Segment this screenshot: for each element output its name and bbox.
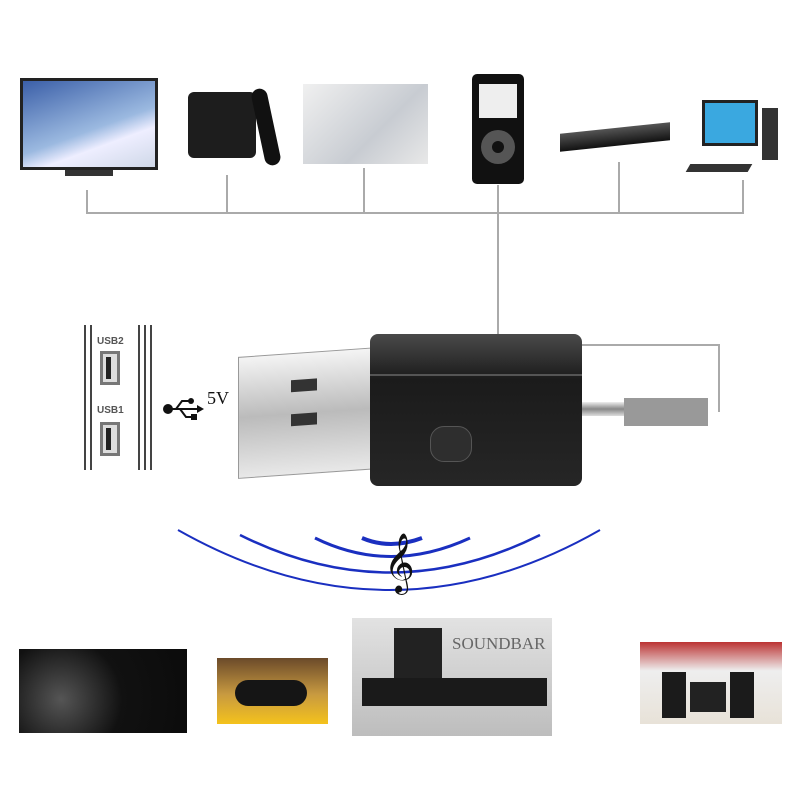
usb2-label: USB2 [97, 336, 124, 347]
desktop-computer-image [685, 100, 780, 182]
usb1-label: USB1 [97, 405, 124, 416]
aux-cable-plug [624, 398, 708, 426]
usb-plug [238, 347, 378, 479]
wave-arc [361, 536, 423, 546]
tv-box-image [188, 87, 288, 168]
portable-speaker-image [217, 658, 328, 724]
panel-line [84, 325, 86, 470]
center-line [497, 185, 499, 340]
top-bus-line [86, 212, 744, 214]
usb-icon [163, 398, 204, 420]
power-label: 5V [207, 388, 229, 408]
laptop-image [303, 84, 428, 164]
drop-line [363, 168, 365, 214]
mp3-player-image [472, 74, 524, 184]
soundbar-image: SOUNDBAR [352, 618, 552, 736]
wave-arc [314, 536, 471, 558]
drop-line [226, 175, 228, 214]
sound-waves: 𝄞 [177, 529, 601, 595]
usb2-port [100, 351, 120, 385]
drop-line [618, 162, 620, 214]
soundbar-label: SOUNDBAR [452, 634, 546, 653]
dvd-player-image [560, 122, 670, 152]
panel-line [90, 325, 92, 470]
aux-jack [582, 402, 624, 416]
panel-line [150, 325, 152, 470]
bluetooth-adapter-body [370, 334, 582, 486]
headphones-image [19, 649, 187, 733]
bookshelf-speakers-image [640, 642, 782, 724]
music-note-icon: 𝄞 [384, 533, 415, 595]
wave-arc [177, 529, 601, 591]
mode-button[interactable] [430, 426, 472, 462]
drop-line [742, 180, 744, 214]
panel-line [144, 325, 146, 470]
wave-arc [239, 533, 541, 574]
tv-image [20, 78, 158, 178]
aux-line [580, 344, 720, 346]
usb1-port [100, 422, 120, 456]
aux-line [718, 344, 720, 412]
drop-line [86, 190, 88, 214]
panel-line [138, 325, 140, 470]
